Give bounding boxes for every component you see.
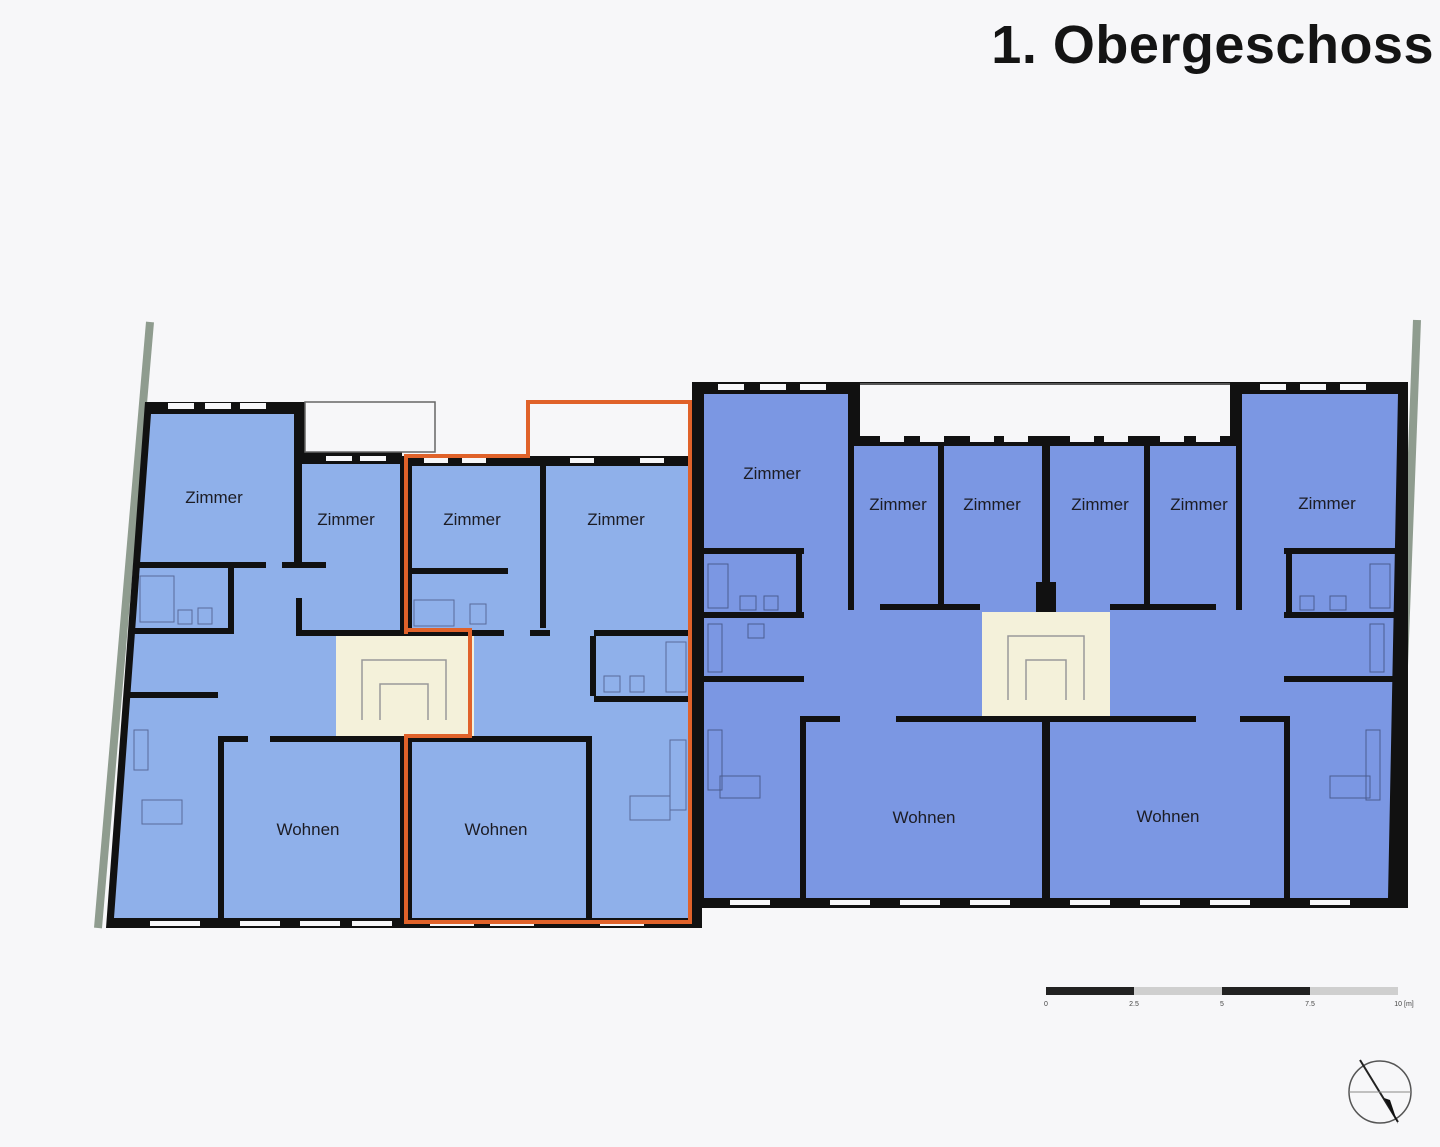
stair-flight (1007, 635, 1085, 700)
page-title: 1. Obergeschoss (991, 15, 1434, 75)
balcony-outline (304, 401, 436, 453)
wall (412, 736, 588, 742)
bathroom-fixtures (707, 563, 1391, 801)
stair-flight (361, 659, 447, 720)
north-arrow-icon (1348, 1059, 1412, 1124)
building-right (692, 382, 1408, 908)
windows (718, 384, 1366, 905)
wall (228, 568, 234, 628)
stair-flight (1025, 659, 1067, 700)
floor-area-unit-b (412, 466, 690, 918)
room-label-zimmer: Zimmer (1298, 494, 1356, 513)
room-label-wohnen: Wohnen (276, 820, 339, 839)
unit-highlight-outline (404, 400, 692, 924)
room-label-wohnen: Wohnen (1136, 807, 1199, 826)
wall (412, 568, 508, 574)
floor-area-unit-c (704, 394, 1042, 898)
room-label-zimmer: Zimmer (317, 510, 375, 529)
scale-segment (1134, 987, 1222, 995)
scale-segment (1046, 987, 1134, 995)
stair-core (982, 612, 1110, 716)
floor-area-unit-d (1050, 394, 1398, 898)
room-label-zimmer: Zimmer (743, 464, 801, 483)
wall (594, 696, 690, 702)
scale-segment (1222, 987, 1310, 995)
room-label-zimmer: Zimmer (1170, 495, 1228, 514)
wall (218, 736, 224, 918)
building-left (106, 401, 702, 928)
scale-segment (1310, 987, 1398, 995)
site-boundary-left (94, 321, 154, 929)
wall (296, 598, 302, 632)
wall (530, 630, 550, 636)
wall (218, 736, 248, 742)
scale-tick-label: 0 (1044, 1001, 1048, 1008)
scale-bar: 0 2.5 5 7.5 10 [m] (1044, 987, 1414, 1008)
wall (590, 636, 596, 696)
floor-area-unit-a (114, 414, 400, 918)
room-label-zimmer: Zimmer (443, 510, 501, 529)
room-label-zimmer: Zimmer (869, 495, 927, 514)
wall (296, 630, 400, 636)
room-label-wohnen: Wohnen (464, 820, 527, 839)
scale-tick-label: 2.5 (1129, 1001, 1139, 1008)
wall (586, 736, 592, 918)
wall (294, 412, 302, 562)
scale-tick-label: 5 (1220, 1001, 1224, 1008)
scale-tick-label: 10 [m] (1394, 1001, 1414, 1008)
room-label-zimmer: Zimmer (587, 510, 645, 529)
wall (128, 692, 218, 698)
bathroom-fixtures (133, 575, 687, 825)
room-label-zimmer: Zimmer (963, 495, 1021, 514)
stair-flight (379, 683, 429, 720)
room-label-zimmer: Zimmer (185, 488, 243, 507)
wall (594, 630, 690, 636)
courtyard-notch (860, 384, 1230, 436)
stair-core (336, 636, 474, 736)
wall (134, 628, 234, 634)
wall (540, 466, 546, 628)
scale-tick-label: 7.5 (1305, 1001, 1315, 1008)
room-label-wohnen: Wohnen (892, 808, 955, 827)
wall (136, 562, 266, 568)
room-label-zimmer: Zimmer (1071, 495, 1129, 514)
wall (270, 736, 400, 742)
wall (412, 630, 504, 636)
wall (282, 562, 326, 568)
room-labels: Zimmer Zimmer Zimmer Zimmer Zimmer Zimme… (185, 464, 1356, 839)
